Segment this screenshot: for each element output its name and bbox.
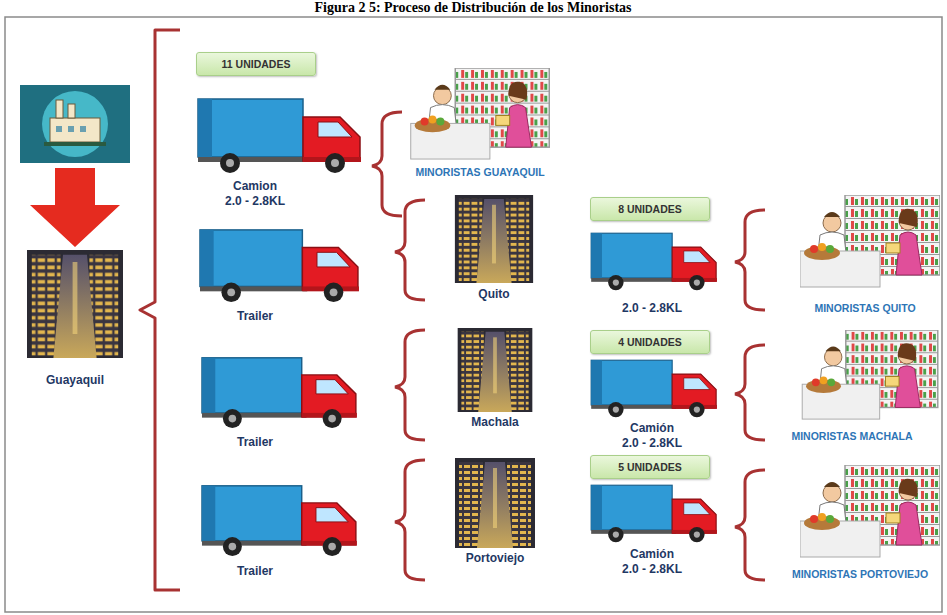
bracket [140, 30, 180, 590]
vehicle-caption: 2.0 - 2.8KL [622, 302, 682, 316]
truck-image [200, 230, 359, 302]
vehicle-caption: Camión [630, 422, 674, 436]
unit-count: 4 UNIDADES [618, 336, 682, 348]
warehouse-image [455, 195, 533, 283]
factory-icon-part [42, 91, 108, 157]
vehicle-caption: Trailer [237, 310, 273, 324]
retailer-name: MINORISTAS MACHALA [791, 430, 912, 442]
retailer-image [802, 330, 938, 419]
vehicle-caption: 2.0 - 2.8KL [622, 437, 682, 451]
factory-icon [20, 85, 130, 163]
vehicle-caption: Trailer [237, 436, 273, 450]
unit-count: 11 UNIDADES [222, 58, 291, 70]
truck-image [198, 99, 361, 173]
figure-title: Figura 2 5: Proceso de Distribución de l… [314, 0, 631, 16]
truck-image [591, 233, 717, 290]
retailer-name: MINORISTAS PORTOVIEJO [792, 568, 928, 580]
retailer-name: MINORISTAS QUITO [814, 302, 915, 314]
bracket [735, 210, 765, 310]
bracket [395, 330, 425, 440]
vehicle-caption: Camión [630, 548, 674, 562]
factory-icon-part [50, 118, 100, 142]
warehouse-image [27, 250, 123, 358]
city-name: Machala [471, 416, 518, 430]
factory-icon-part [44, 142, 106, 146]
unit-count-box: 8 UNIDADES [590, 197, 710, 221]
factory-icon-part [56, 126, 62, 132]
unit-count: 5 UNIDADES [618, 461, 682, 473]
factory-icon-part [68, 126, 74, 132]
factory-icon-part [20, 85, 130, 163]
vehicle-caption: 2.0 - 2.8KL [225, 195, 285, 209]
bracket [735, 470, 765, 580]
figure-frame [5, 17, 942, 612]
vehicle-caption: 2.0 - 2.8KL [622, 563, 682, 577]
retailer-image [800, 195, 940, 287]
truck-image [591, 360, 717, 417]
vehicle-caption: Camion [233, 180, 277, 194]
factory-icon-part [56, 100, 63, 118]
truck-image [202, 486, 357, 556]
unit-count-box: 4 UNIDADES [590, 330, 710, 354]
truck-image [202, 358, 357, 428]
truck-image [591, 485, 717, 542]
flow-arrow [30, 168, 120, 247]
bracket [395, 460, 425, 580]
factory-icon-part [68, 104, 75, 118]
unit-count: 8 UNIDADES [618, 203, 682, 215]
city-name: Quito [478, 288, 509, 302]
city-name: Guayaquil [46, 374, 104, 388]
retailer-image [411, 68, 550, 159]
warehouse-image [455, 458, 535, 548]
bracket [735, 345, 765, 440]
vehicle-caption: Trailer [237, 565, 273, 579]
city-name: Portoviejo [466, 552, 525, 566]
unit-count-box: 5 UNIDADES [590, 455, 710, 479]
unit-count-box: 11 UNIDADES [196, 52, 316, 76]
factory-icon-part [80, 126, 86, 132]
retailer-name: MINORISTAS GUAYAQUIL [415, 166, 544, 178]
bracket [395, 200, 425, 300]
retailer-image [800, 465, 940, 557]
bracket [372, 112, 402, 216]
warehouse-image [458, 328, 533, 412]
